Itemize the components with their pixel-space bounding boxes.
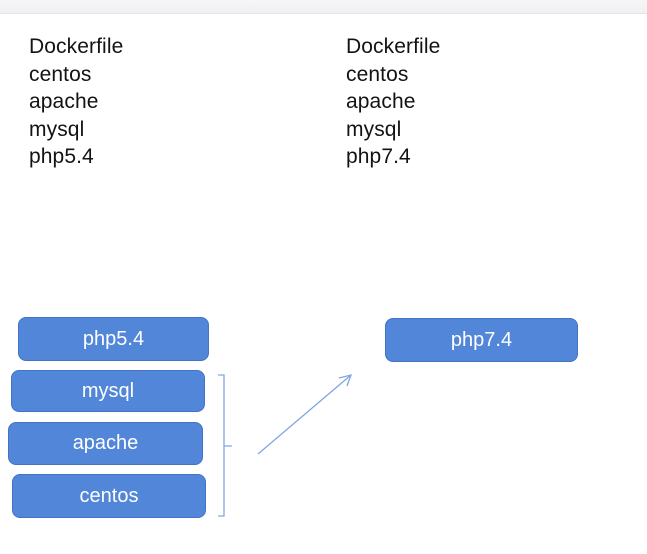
window-chrome-bar: [0, 0, 647, 14]
bracket-icon: [218, 374, 232, 517]
layer-box-php54: php5.4: [18, 317, 209, 361]
listing-line: apache: [29, 90, 99, 113]
dockerfile-v2-listing: Dockerfile centos apache mysql php7.4: [346, 33, 440, 171]
listing-line: apache: [346, 90, 416, 113]
listing-line: mysql: [29, 117, 85, 141]
listing-line: centos: [346, 62, 409, 86]
listing-line: Dockerfile: [29, 35, 124, 58]
layer-box-centos: centos: [12, 474, 206, 518]
layer-box-label: apache: [72, 432, 139, 454]
layer-box-label: mysql: [81, 379, 135, 402]
up-right-arrow-icon: [257, 374, 353, 455]
layer-box-label: php5.4: [82, 327, 145, 350]
layer-box-label: centos: [79, 484, 139, 507]
listing-line: php7.4: [346, 145, 411, 168]
listing-line: mysql: [346, 117, 402, 141]
layer-box-label: php7.4: [450, 328, 513, 351]
layer-box-mysql: mysql: [11, 370, 205, 412]
listing-line: Dockerfile: [346, 35, 441, 58]
layer-box-apache: apache: [8, 422, 203, 465]
layer-box-php74: php7.4: [385, 318, 578, 362]
dockerfile-v1-listing: Dockerfile centos apache mysql php5.4: [29, 33, 123, 171]
listing-line: php5.4: [29, 145, 94, 168]
listing-line: centos: [29, 62, 92, 86]
